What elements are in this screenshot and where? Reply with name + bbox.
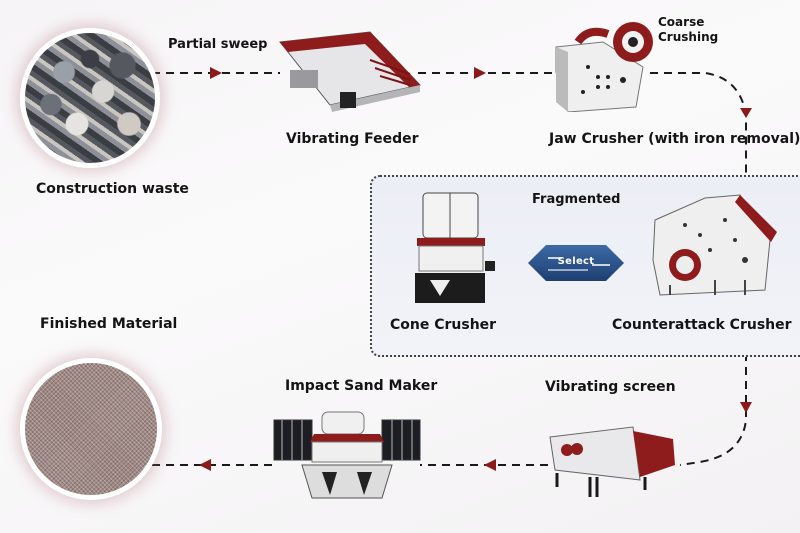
- arrow-down-icon: [740, 402, 752, 413]
- partial-sweep-label: Partial sweep: [168, 37, 268, 52]
- flow-line-panel-screen: [679, 353, 747, 466]
- vibrating-screen-machine-icon: [549, 426, 675, 497]
- jaw-crusher-machine-icon: [555, 22, 653, 112]
- counterattack-crusher-machine-icon: [652, 194, 777, 296]
- vibrating-screen-label: Vibrating screen: [545, 379, 676, 395]
- arrow-left-icon: [484, 459, 496, 471]
- arrow-down-icon: [740, 108, 752, 118]
- select-button[interactable]: Select: [528, 243, 624, 283]
- flow-line-jaw-panel: [650, 72, 747, 178]
- arrow-right-icon: [210, 67, 222, 79]
- finished-material-image: [20, 358, 162, 500]
- coarse-crushing-line2: Crushing: [658, 30, 719, 44]
- finished-material-label: Finished Material: [40, 316, 178, 332]
- coarse-crushing-line1: Coarse: [658, 15, 705, 29]
- vibrating-feeder-machine-icon: [279, 31, 421, 112]
- impact-sand-maker-label: Impact Sand Maker: [285, 378, 438, 394]
- cone-crusher-machine-icon: [415, 192, 495, 303]
- cone-crusher-label: Cone Crusher: [390, 317, 497, 333]
- impact-sand-maker-machine-icon: [273, 411, 421, 499]
- select-hexagon-icon: [528, 245, 624, 281]
- fragmented-label: Fragmented: [532, 192, 621, 207]
- counterattack-crusher-label: Counterattack Crusher: [612, 317, 792, 333]
- vibrating-feeder-label: Vibrating Feeder: [286, 131, 419, 147]
- coarse-crushing-label: Coarse Crushing: [658, 15, 718, 45]
- construction-waste-image: [20, 28, 160, 168]
- jaw-crusher-label: Jaw Crusher (with iron removal): [549, 131, 800, 147]
- construction-waste-label: Construction waste: [36, 181, 189, 197]
- arrow-right-icon: [474, 67, 486, 79]
- arrow-left-icon: [199, 459, 211, 471]
- select-button-label: Select: [557, 256, 595, 267]
